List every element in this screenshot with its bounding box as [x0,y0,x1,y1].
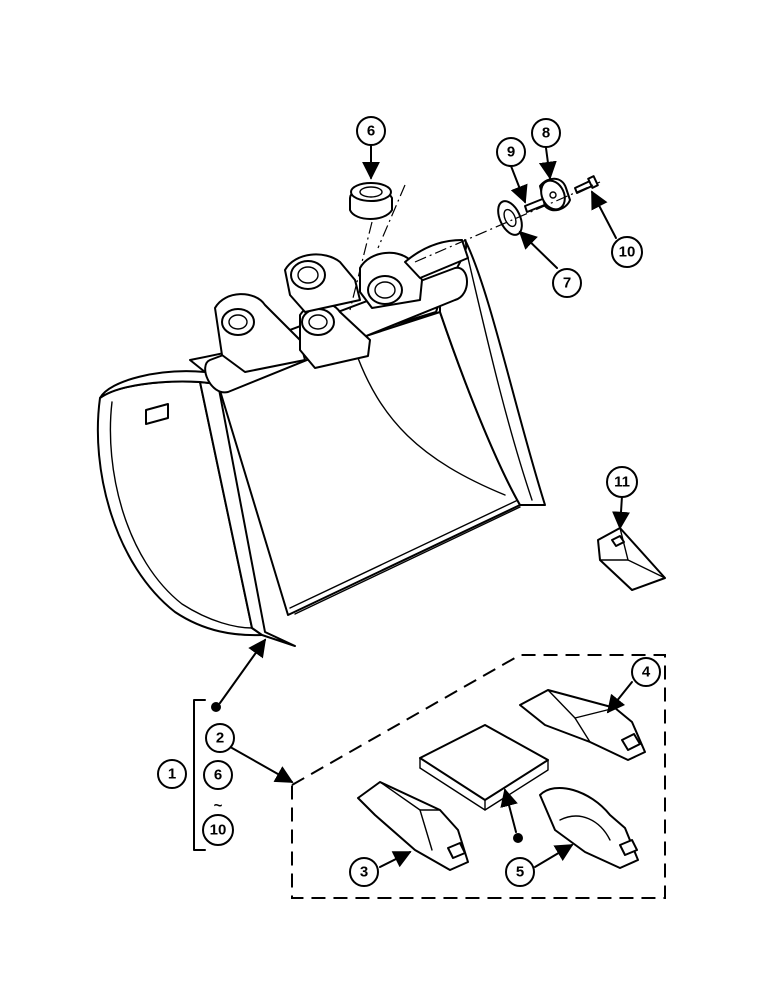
marker-dot [211,702,221,712]
bushing-part [349,182,393,220]
legend-bracket [193,699,206,851]
tooth-type-4-part [519,689,646,761]
svg-text:8: 8 [542,125,550,142]
callout-10-top: 10 [611,236,643,268]
callout-4: 4 [631,657,661,687]
marker-dot-plate [513,833,523,843]
callout-2: 2 [205,723,235,753]
svg-text:10: 10 [210,822,227,839]
centerline-pin [414,181,601,263]
callout-7: 7 [552,268,582,298]
callout-6-top: 6 [356,116,386,146]
bolt-part [574,175,599,194]
callout-8: 8 [531,118,561,148]
svg-text:11: 11 [614,474,630,491]
svg-text:7: 7 [563,275,571,292]
bucket-assembly [96,239,546,647]
svg-text:6: 6 [214,767,222,784]
leader-lines [219,145,633,868]
tooth-type-3-part [357,781,469,871]
svg-text:6: 6 [367,123,375,140]
callout-5: 5 [505,857,535,887]
callout-10-list: 10 [202,814,234,846]
svg-text:9: 9 [507,144,515,161]
svg-text:5: 5 [516,864,524,881]
range-symbol: ~ [214,798,223,815]
kit-boundary [291,654,666,899]
svg-text:4: 4 [642,664,651,681]
svg-text:1: 1 [168,766,176,783]
collar-part [539,177,571,212]
callout-9: 9 [496,137,526,167]
replacement-tooth-part [597,527,666,591]
svg-text:3: 3 [360,864,368,881]
centerline-bushing [349,221,373,311]
shim-part [497,200,523,236]
svg-text:10: 10 [619,244,636,261]
tooth-type-5-part [539,786,639,869]
callout-1: 1 [157,759,187,789]
centerline-bushing-2 [377,184,406,249]
callout-11: 11 [606,466,638,498]
callout-3: 3 [349,857,379,887]
callout-6-list: 6 [203,760,233,790]
wear-plate-part [419,724,549,811]
svg-text:2: 2 [216,730,224,747]
